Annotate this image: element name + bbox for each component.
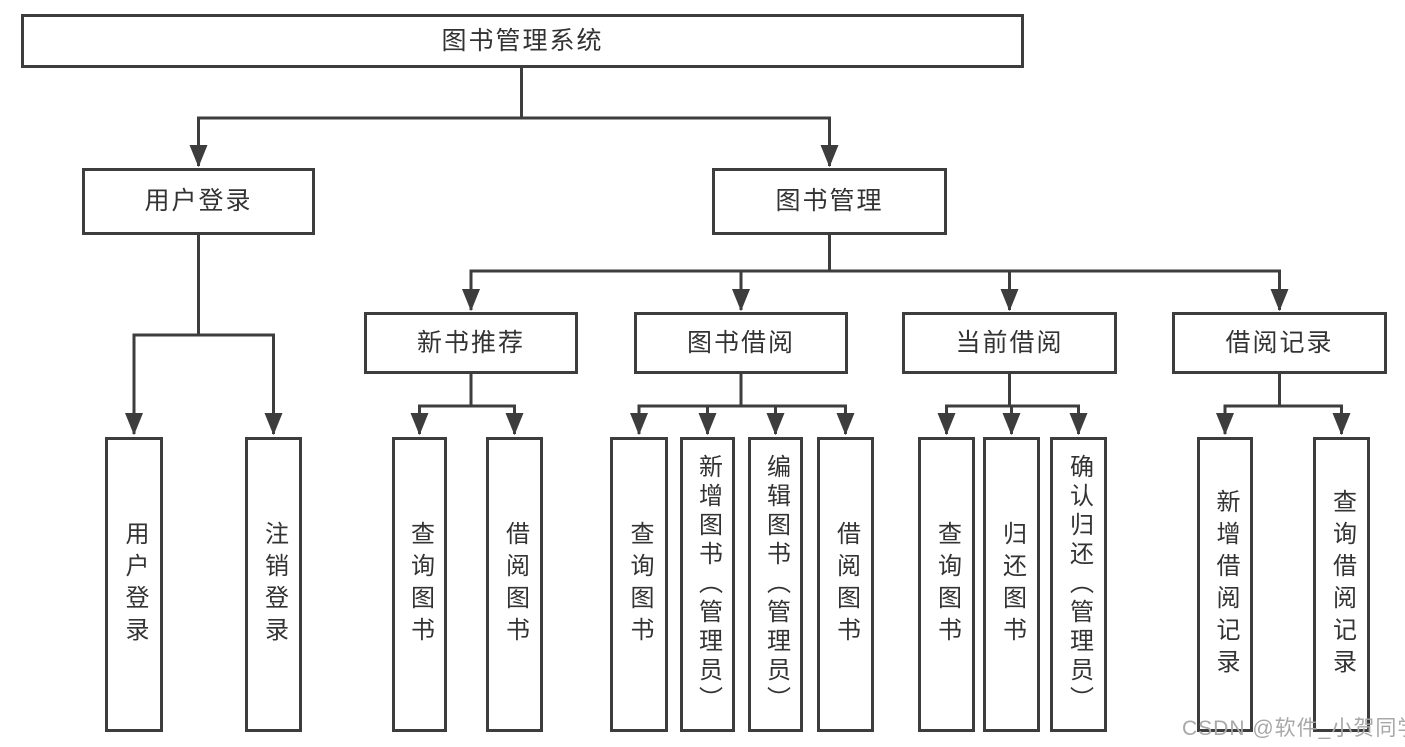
leaf-query-books-3: 查询图书 <box>918 437 975 732</box>
node-new-book-recommendation: 新书推荐 <box>364 312 578 374</box>
node-book-borrowing: 图书借阅 <box>634 312 848 374</box>
leaf-query-books-2: 查询图书 <box>610 437 668 732</box>
leaf-logout: 注销登录 <box>245 437 302 732</box>
leaf-add-borrow-record: 新增借阅记录 <box>1197 437 1253 732</box>
leaf-return-books: 归还图书 <box>983 437 1040 732</box>
leaf-edit-books-admin: 编辑图书（管理员） <box>748 437 803 732</box>
node-root-system: 图书管理系统 <box>21 14 1024 68</box>
node-user-login: 用户登录 <box>82 168 315 235</box>
leaf-query-borrow-record: 查询借阅记录 <box>1313 437 1370 732</box>
node-book-management: 图书管理 <box>712 168 947 235</box>
leaf-confirm-return-admin: 确认归还（管理员） <box>1050 437 1107 732</box>
leaf-borrow-books-2: 借阅图书 <box>817 437 874 732</box>
leaf-query-books-1: 查询图书 <box>392 437 447 732</box>
watermark-text: CSDN @软件_小贺同学 <box>1182 717 1405 740</box>
node-current-borrowing: 当前借阅 <box>902 312 1117 374</box>
leaf-user-login: 用户登录 <box>105 437 163 732</box>
leaf-add-books-admin: 新增图书（管理员） <box>680 437 735 732</box>
node-borrowing-records: 借阅记录 <box>1172 312 1387 374</box>
leaf-borrow-books-1: 借阅图书 <box>486 437 543 732</box>
